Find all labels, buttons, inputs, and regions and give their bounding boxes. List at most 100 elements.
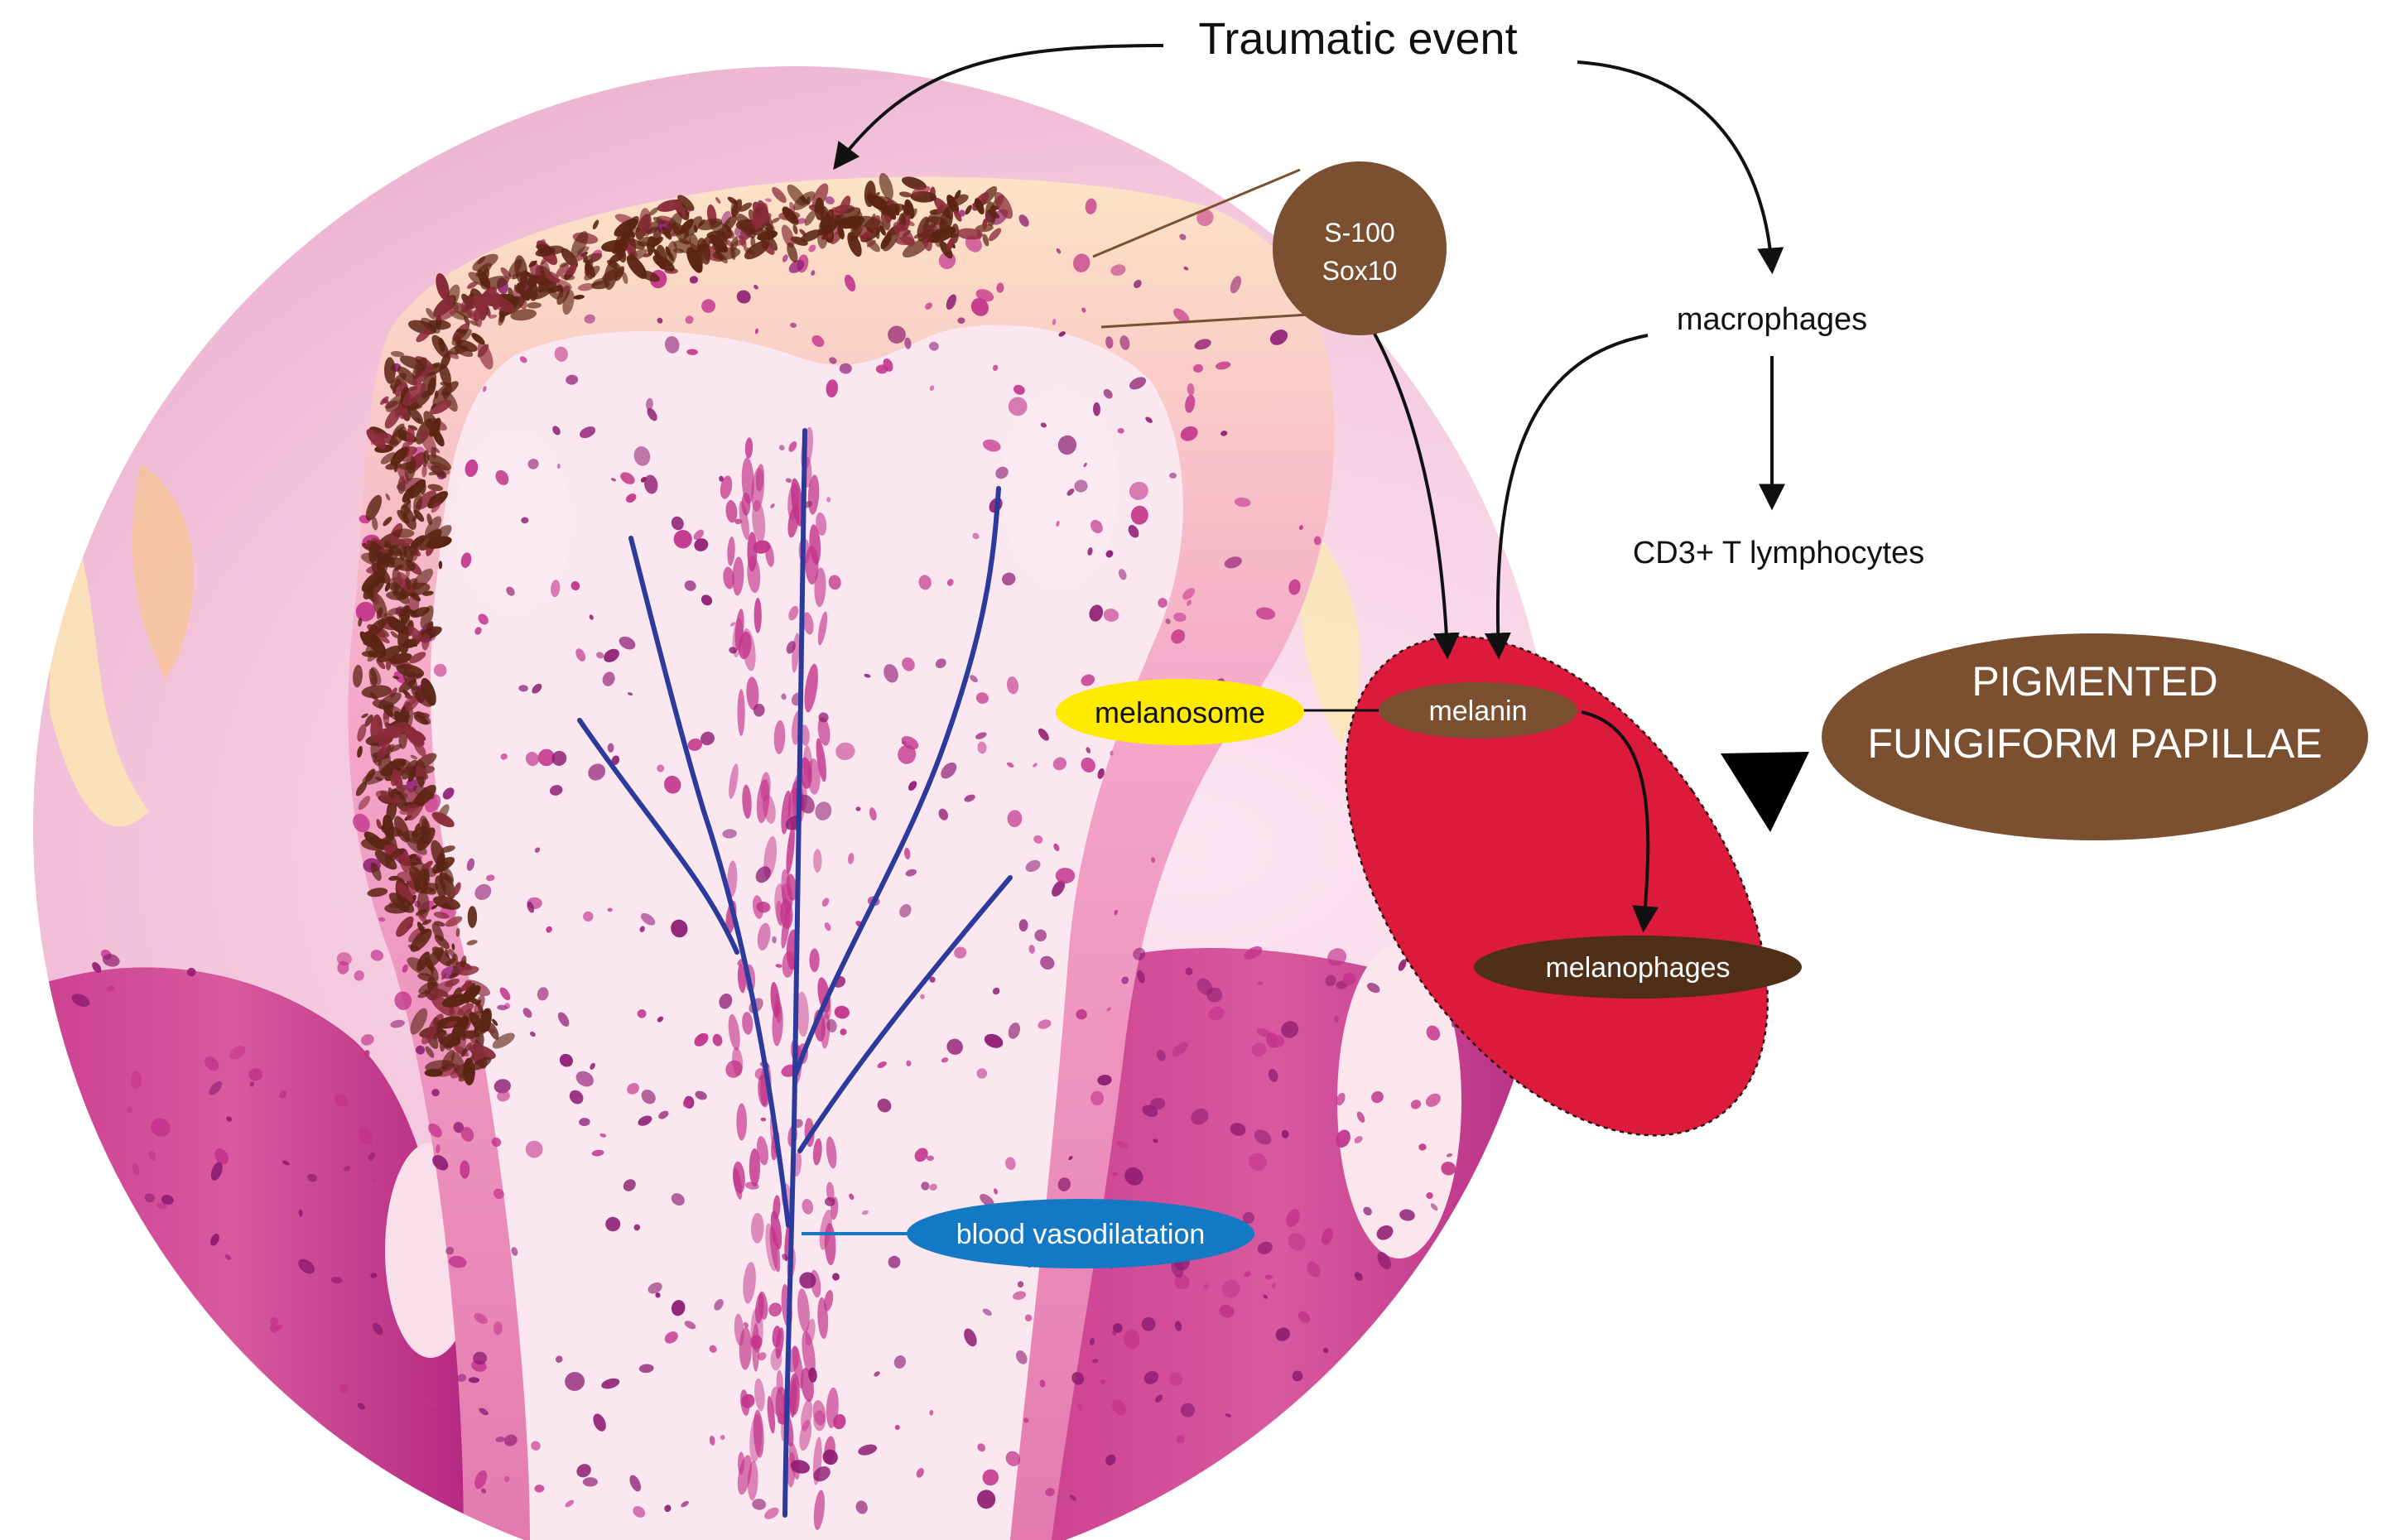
nucleus <box>640 912 656 926</box>
pigment-granule <box>662 226 672 240</box>
pigment-granule <box>414 823 421 832</box>
nucleus <box>883 358 893 372</box>
pigment-granule <box>390 351 405 358</box>
nucleus <box>781 693 787 700</box>
nucleus <box>344 1166 351 1172</box>
nucleus <box>982 439 1001 452</box>
nucleus <box>582 1477 598 1487</box>
streak-cell <box>757 1136 768 1166</box>
pigment-granule <box>471 333 485 345</box>
nucleus <box>1087 547 1093 556</box>
pigment-granule <box>405 576 412 590</box>
vasodilatation-ellipse <box>907 1199 1254 1268</box>
nucleus <box>788 259 805 273</box>
nucleus <box>929 976 936 983</box>
flow-arrows <box>833 44 1785 933</box>
pigment-granule <box>922 209 942 233</box>
nucleus <box>1171 1258 1184 1278</box>
nucleus <box>433 663 447 677</box>
pigment-granule <box>535 247 556 257</box>
nucleus <box>1025 859 1041 873</box>
pigment-granule <box>416 922 425 934</box>
nucleus <box>1052 880 1066 897</box>
nucleus <box>372 1322 383 1335</box>
pigmented-line1-label: PIGMENTED <box>1972 658 2217 705</box>
pigment-granule <box>358 617 363 627</box>
nucleus <box>559 1053 573 1067</box>
pigment-granule <box>492 1032 515 1049</box>
nucleus <box>1225 1413 1232 1417</box>
nucleus <box>569 1090 584 1104</box>
pigment-granule <box>379 396 389 405</box>
nucleus <box>527 902 535 913</box>
pigment-granule <box>392 769 403 789</box>
nucleus <box>1158 598 1168 608</box>
pigment-granule <box>387 686 392 696</box>
nucleus <box>1172 1042 1188 1057</box>
pigment-granule <box>492 1018 498 1027</box>
pigment-granule <box>361 685 392 699</box>
pigment-granule <box>367 888 388 898</box>
nucleus <box>982 1308 992 1316</box>
nucleus <box>580 426 596 439</box>
pigment-granule <box>411 862 436 878</box>
nucleus <box>877 1098 892 1113</box>
nucleus <box>1203 1283 1209 1290</box>
nucleus <box>1271 1283 1276 1289</box>
nucleus <box>1057 435 1077 455</box>
nucleus <box>808 1367 817 1383</box>
pigment-granule <box>403 542 413 563</box>
nucleus <box>1242 1212 1254 1224</box>
pigment-granule <box>360 552 388 566</box>
nucleus <box>1028 945 1035 954</box>
nucleus <box>686 349 698 355</box>
nucleus <box>354 970 364 981</box>
nucleus <box>554 346 568 362</box>
pigment-granule <box>436 1027 452 1051</box>
streak-cell <box>746 676 759 710</box>
streak-cell <box>770 1386 785 1417</box>
nucleus <box>1081 674 1095 686</box>
pigment-granule <box>434 296 455 315</box>
streak-cell <box>750 1212 764 1244</box>
streak-cell <box>804 663 818 713</box>
nucleus <box>788 605 799 621</box>
nucleus <box>808 244 816 253</box>
pigmented-fungiform-papillae-ellipse <box>1822 633 2368 840</box>
nucleus <box>566 374 579 385</box>
nucleus <box>929 341 939 351</box>
nucleus <box>428 1123 442 1138</box>
streak-cell <box>801 1398 813 1432</box>
pigment-granule <box>444 867 455 884</box>
pigment-granule <box>423 450 430 464</box>
nucleus <box>465 459 479 478</box>
nucleus <box>1173 612 1187 623</box>
streak-cell <box>732 1161 745 1194</box>
nucleus <box>1151 857 1156 863</box>
pigment-granule <box>357 724 367 742</box>
nucleus <box>1196 209 1214 227</box>
nucleus <box>977 1443 986 1452</box>
pigment-granule <box>875 198 884 213</box>
pigment-granule <box>450 1052 467 1079</box>
pigment-granule <box>622 272 628 284</box>
nucleus <box>525 1140 543 1158</box>
nucleus <box>534 1485 545 1493</box>
pigment-granule <box>834 207 861 226</box>
pigment-granule <box>407 957 434 977</box>
nucleus <box>785 478 792 483</box>
streak-cell <box>723 566 734 590</box>
nucleus <box>497 1004 508 1011</box>
nucleus <box>1119 335 1130 350</box>
right-knob <box>1002 389 1118 588</box>
pigment-granule <box>573 253 587 262</box>
nucleus <box>1153 1138 1158 1143</box>
nucleus <box>537 748 556 767</box>
pigment-granule <box>573 295 585 300</box>
pigment-granule <box>435 304 460 321</box>
nucleus <box>1053 843 1060 851</box>
pigment-granule <box>985 201 996 227</box>
streak-cell <box>826 1181 835 1202</box>
nucleus <box>811 334 825 348</box>
nucleus <box>1224 556 1242 569</box>
